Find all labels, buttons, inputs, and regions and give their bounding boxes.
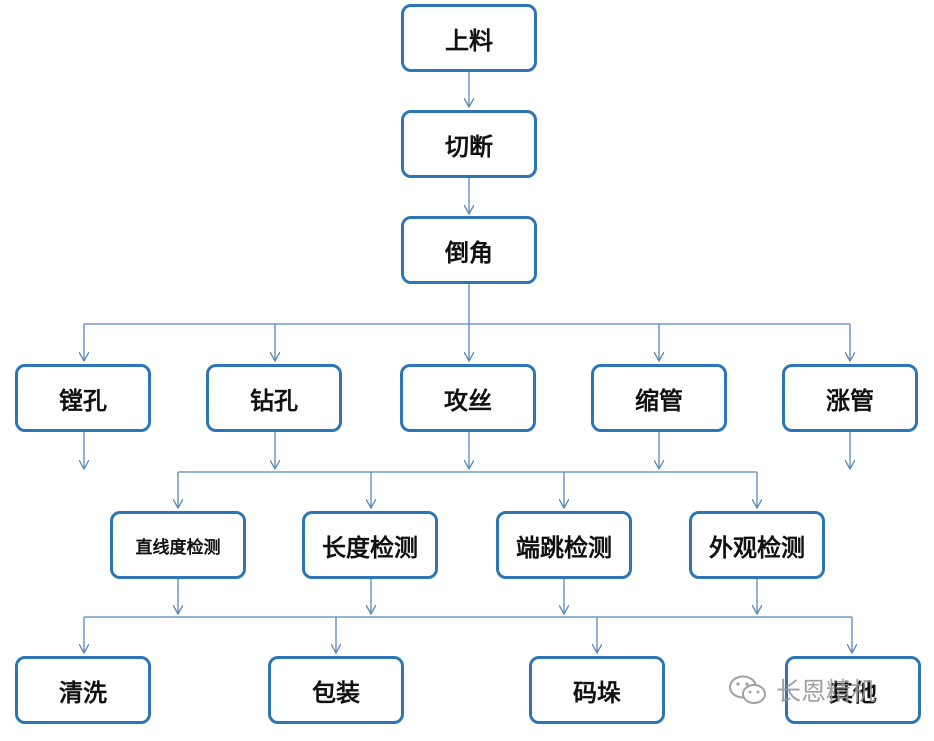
node-other: 其他 [785,656,921,724]
node-runout-label: 端跳检测 [516,533,612,562]
node-drilling-label: 钻孔 [250,386,298,415]
node-cut: 切断 [401,110,537,178]
node-length: 长度检测 [302,511,438,579]
node-cleaning-label: 清洗 [59,678,107,707]
node-cleaning: 清洗 [15,656,151,724]
node-load: 上料 [401,4,537,72]
node-other-label: 其他 [829,678,877,707]
node-stacking-label: 码垛 [573,678,621,707]
node-stacking: 码垛 [529,656,665,724]
node-chamfer-label: 倒角 [445,238,493,267]
node-tapping: 攻丝 [400,364,536,432]
node-runout: 端跳检测 [496,511,632,579]
node-shrink-label: 缩管 [635,386,683,415]
node-shrink: 缩管 [591,364,727,432]
node-packing-label: 包装 [312,678,360,707]
node-appearance-label: 外观检测 [709,533,805,562]
node-boring: 镗孔 [15,364,151,432]
node-cut-label: 切断 [445,132,493,161]
node-chamfer: 倒角 [401,216,537,284]
node-straightness: 直线度检测 [110,511,246,579]
node-tapping-label: 攻丝 [444,386,492,415]
node-length-label: 长度检测 [322,533,418,562]
node-packing: 包装 [268,656,404,724]
node-boring-label: 镗孔 [59,386,107,415]
node-straightness-label: 直线度检测 [135,537,221,558]
node-drilling: 钻孔 [206,364,342,432]
node-expand: 涨管 [782,364,918,432]
node-expand-label: 涨管 [826,386,874,415]
node-load-label: 上料 [445,26,493,55]
node-appearance: 外观检测 [689,511,825,579]
